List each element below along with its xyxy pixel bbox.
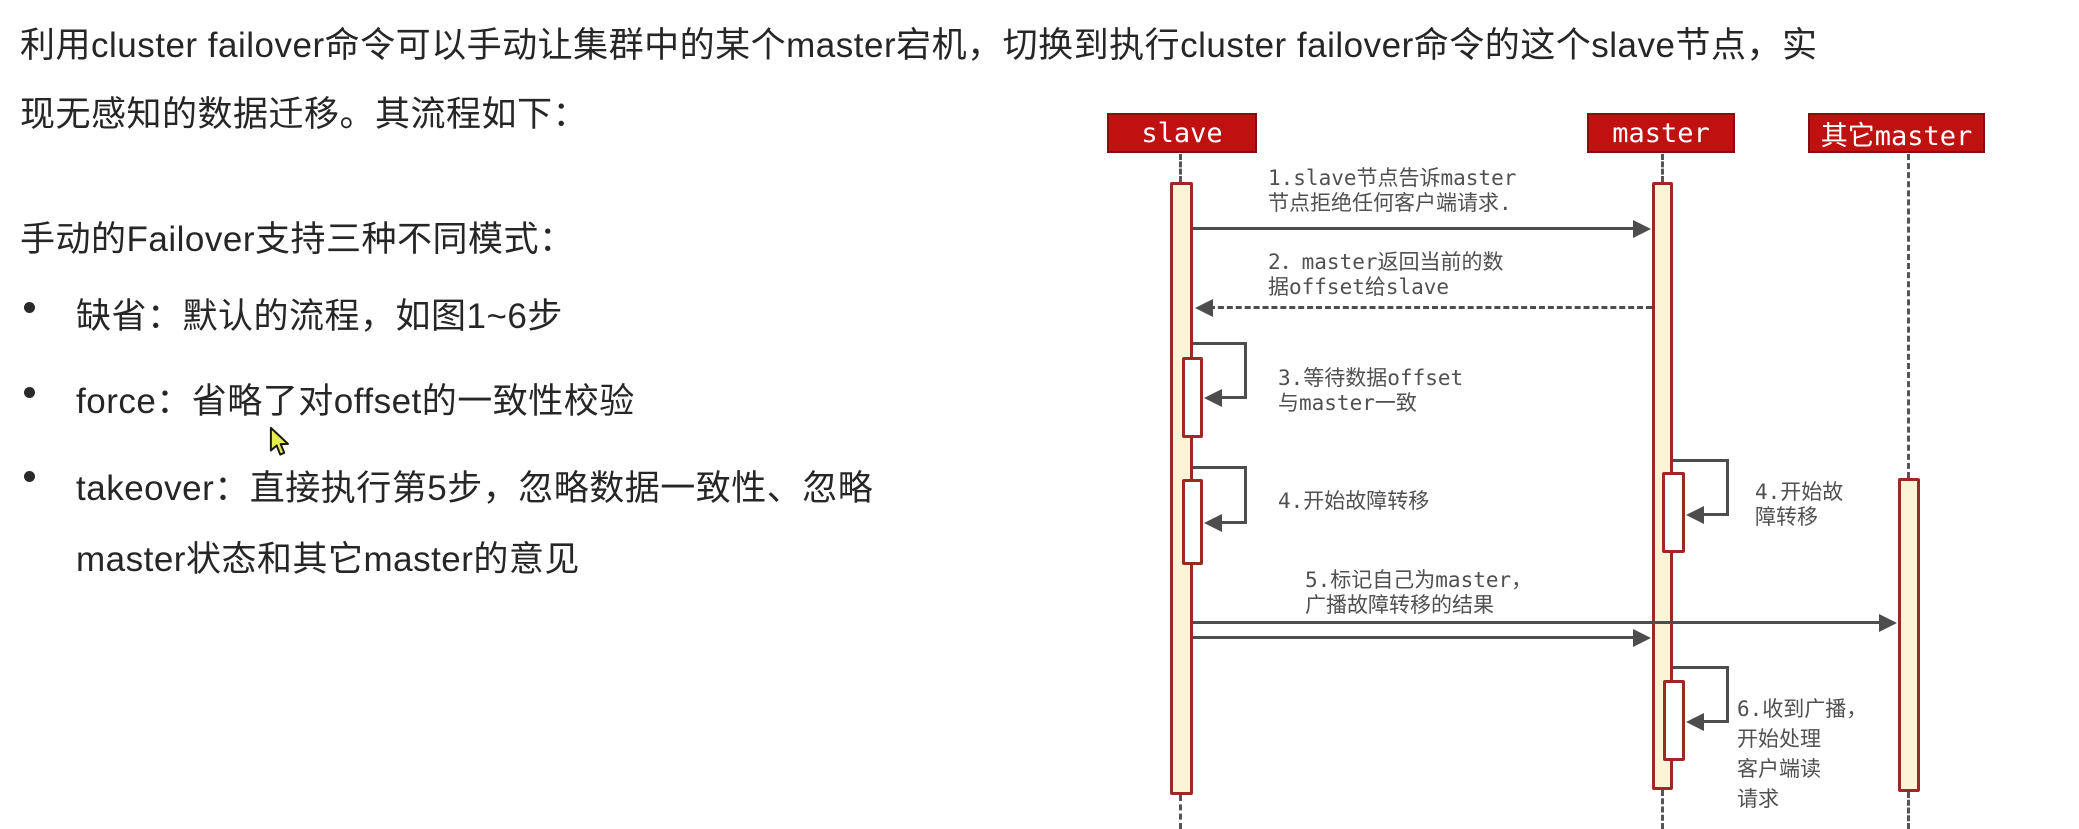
self-loop-4m-bottom <box>1698 513 1729 516</box>
actor-box-master: master <box>1587 113 1735 153</box>
self-loop-6-right <box>1726 666 1729 723</box>
message-4-master-label: 4.开始故 障转移 <box>1755 480 1844 529</box>
nested-activation-slave-4 <box>1182 479 1203 565</box>
self-loop-4s-right <box>1244 466 1247 524</box>
self-loop-4s-bottom <box>1216 521 1247 524</box>
mouse-cursor-icon <box>269 427 289 456</box>
self-loop-3-right <box>1244 342 1247 399</box>
self-loop-6-bottom <box>1698 720 1729 723</box>
bullet-item-default: 缺省：默认的流程，如图1~6步 <box>76 297 563 336</box>
nested-activation-master-6 <box>1663 680 1685 761</box>
message-4-slave-label: 4.开始故障转移 <box>1278 489 1430 513</box>
lifeline-slave-top <box>1179 154 1182 182</box>
self-loop-4m-top <box>1673 459 1729 462</box>
self-loop-4m-right <box>1726 459 1729 516</box>
self-loop-4m-arrowhead <box>1686 506 1704 524</box>
message-5-arrow-line-broadcast <box>1193 621 1881 624</box>
message-1-label: 1.slave节点告诉master 节点拒绝任何客户端请求. <box>1268 166 1517 215</box>
self-loop-4s-arrowhead <box>1204 514 1222 532</box>
lifeline-slave-bottom <box>1179 795 1182 829</box>
message-6-label: 6.收到广播， 开始处理 客户端读 请求 <box>1737 697 1868 811</box>
self-loop-4s-top <box>1193 466 1247 469</box>
self-loop-6-arrowhead <box>1686 713 1704 731</box>
message-5-label: 5.标记自己为master， 广播故障转移的结果 <box>1305 568 1533 617</box>
lifeline-master-top <box>1661 154 1664 182</box>
bullet-item-takeover-line2: master状态和其它master的意见 <box>76 540 580 579</box>
message-5-arrowhead-other-master <box>1879 614 1897 632</box>
nested-activation-master-4 <box>1662 472 1685 553</box>
self-loop-6-top <box>1673 666 1729 669</box>
lifeline-other-master-bottom <box>1907 792 1910 829</box>
self-loop-3-top <box>1193 342 1247 345</box>
message-1-arrow-line <box>1193 227 1635 230</box>
message-1-arrowhead <box>1633 220 1651 238</box>
intro-line-2: 现无感知的数据迁移。其流程如下： <box>20 95 589 134</box>
message-5-arrowhead-master <box>1633 629 1651 647</box>
actor-box-slave: slave <box>1107 113 1257 153</box>
actor-label-slave: slave <box>1141 117 1223 149</box>
message-2-label: 2．master返回当前的数 据offset给slave <box>1268 250 1504 299</box>
nested-activation-slave-3 <box>1182 357 1203 438</box>
message-2-arrowhead <box>1195 299 1213 317</box>
bullet-item-takeover: takeover：直接执行第5步，忽略数据一致性、忽略 <box>76 469 874 508</box>
self-loop-3-arrowhead <box>1204 389 1222 407</box>
message-2-arrow-line <box>1209 306 1652 309</box>
modes-heading: 手动的Failover支持三种不同模式： <box>20 220 575 259</box>
bullet-dot <box>24 387 35 398</box>
intro-line-1: 利用cluster failover命令可以手动让集群中的某个master宕机，… <box>20 26 1818 65</box>
message-5-arrow-line-master <box>1193 636 1635 639</box>
bullet-dot <box>24 302 35 313</box>
lifeline-master-bottom <box>1661 790 1664 829</box>
actor-label-other-master: 其它master <box>1820 120 1973 152</box>
self-loop-3-bottom <box>1216 396 1247 399</box>
lifeline-other-master-top <box>1907 154 1910 478</box>
bullet-dot <box>24 471 35 482</box>
actor-label-master: master <box>1612 117 1710 149</box>
activation-bar-other-master <box>1898 478 1920 792</box>
bullet-item-force: force：省略了对offset的一致性校验 <box>76 382 635 421</box>
actor-box-other-master: 其它master <box>1808 113 1985 153</box>
message-3-label: 3.等待数据offset 与master一致 <box>1278 366 1464 415</box>
